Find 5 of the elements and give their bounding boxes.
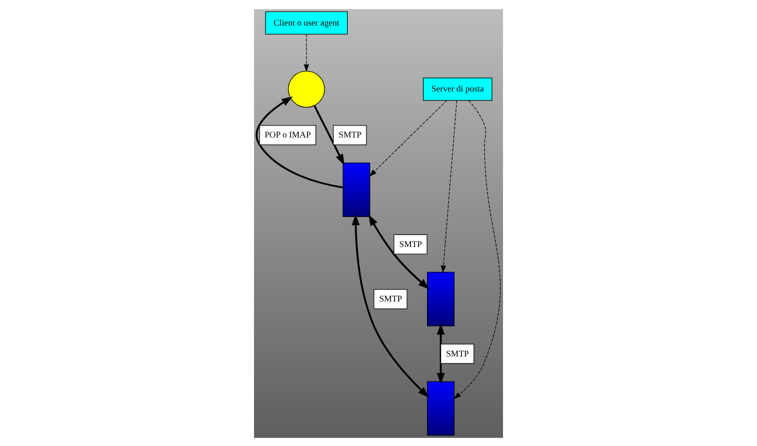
edge-label: POP o IMAP <box>264 129 311 140</box>
edge-label: SMTP <box>379 293 402 304</box>
edge-label: SMTP <box>446 348 469 358</box>
edge-label: SMTP <box>399 238 422 249</box>
edge-label: SMTP <box>338 129 362 140</box>
